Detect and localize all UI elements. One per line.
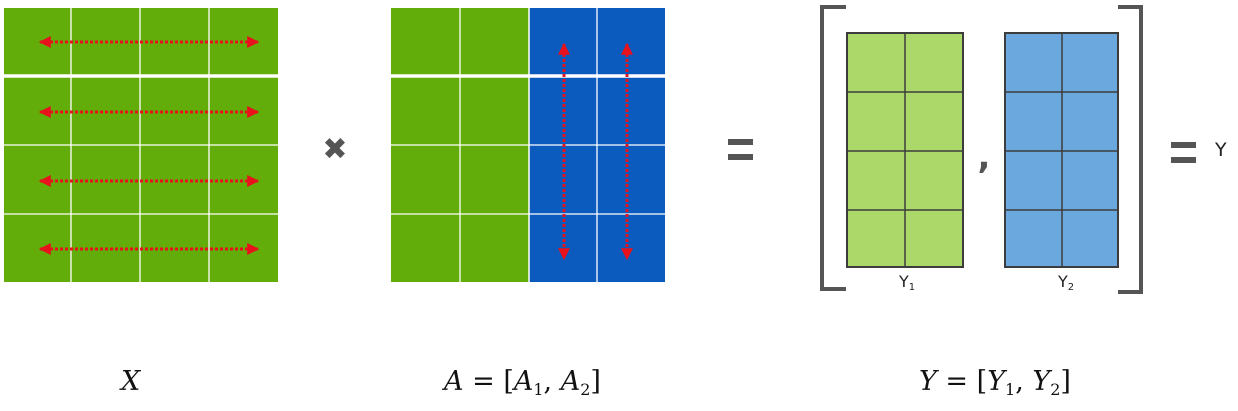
y1-label: Y1 xyxy=(899,272,915,293)
matrix-a-gridlines xyxy=(391,8,665,282)
matrix-y2 xyxy=(1004,32,1119,268)
caption-a-open: [ xyxy=(503,366,514,397)
caption-a-lhs: A xyxy=(444,366,464,397)
y1-label-sub: 1 xyxy=(908,282,916,293)
caption-a-close: ] xyxy=(590,366,601,397)
multiply-operator: ✖ xyxy=(322,132,347,167)
matrix-x-row-arrows xyxy=(38,36,260,255)
y2-label-sub: 2 xyxy=(1067,282,1075,293)
caption-y-s1: 1 xyxy=(1005,380,1016,399)
left-bracket xyxy=(820,5,846,291)
matrix-y1 xyxy=(846,32,964,268)
caption-y-sep: , xyxy=(1015,366,1024,397)
caption-x: X xyxy=(121,366,140,397)
caption-a-sep: , xyxy=(543,366,553,397)
caption-y-t2: Y xyxy=(1032,366,1051,397)
caption-x-var: X xyxy=(121,366,141,397)
matrix-a-column-arrows xyxy=(558,42,633,261)
matrix-x xyxy=(4,8,278,282)
caption-a: A = [A1, A2] xyxy=(444,366,601,399)
caption-a-s1: 1 xyxy=(533,380,544,399)
caption-y-eq: = xyxy=(945,366,969,397)
y2-label: Y2 xyxy=(1058,272,1074,293)
caption-a-t1: A xyxy=(513,366,534,397)
caption-y-s2: 2 xyxy=(1050,380,1061,399)
y1-label-base: Y xyxy=(899,272,909,291)
matrix-x-gridlines xyxy=(4,8,278,282)
comma-separator: , xyxy=(978,137,991,177)
caption-a-s2: 2 xyxy=(580,380,591,399)
right-bracket xyxy=(1118,5,1143,294)
matrix-a xyxy=(391,8,665,282)
caption-y-open: [ xyxy=(976,366,988,397)
result-y-label: Y xyxy=(1215,139,1227,161)
equals-operator-result xyxy=(1171,142,1196,163)
caption-a-t2: A xyxy=(560,366,581,397)
caption-y-close: ] xyxy=(1060,366,1071,397)
equals-operator xyxy=(728,139,753,160)
y2-label-base: Y xyxy=(1058,272,1068,291)
caption-y-lhs: Y xyxy=(919,366,937,397)
caption-y: Y = [Y1, Y2] xyxy=(919,366,1071,399)
caption-y-t1: Y xyxy=(987,366,1006,397)
caption-a-eq: = xyxy=(472,366,495,397)
